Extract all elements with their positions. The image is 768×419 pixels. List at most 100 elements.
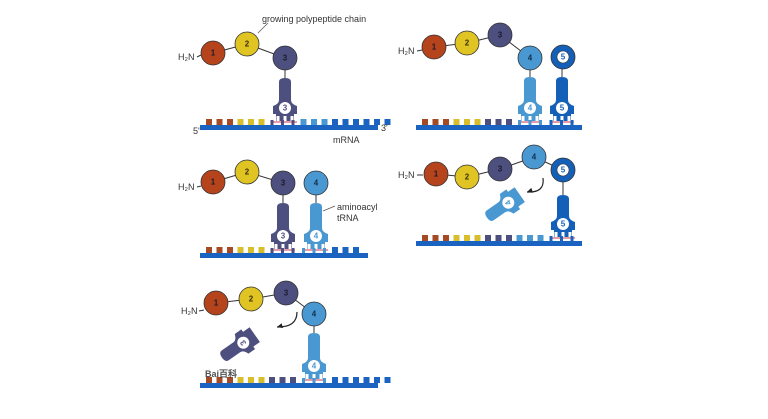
amino-terminus-label: H₂N <box>398 46 415 56</box>
amino-acid-2: 2 <box>234 31 260 57</box>
amino-acid-circle <box>454 30 480 56</box>
trna-5: 5 <box>550 69 574 125</box>
mrna-base <box>443 235 449 241</box>
mrna-base-paired <box>528 120 532 125</box>
amino-acid-5: 5 <box>550 157 576 183</box>
aminoacyl-label-line1: aminoacyl <box>337 202 378 212</box>
mrna-base-paired <box>560 120 563 125</box>
anticodon-base <box>274 244 278 253</box>
mrna-base <box>332 377 338 383</box>
trna-body <box>304 203 328 250</box>
anticodon-base <box>554 232 558 241</box>
mrna-base <box>342 377 349 383</box>
mrna-base <box>237 247 244 253</box>
anticodon-badge <box>524 102 536 114</box>
mrna-base <box>227 377 233 383</box>
amino-acid-number: 4 <box>532 153 537 162</box>
amino-acid-number: 3 <box>284 289 289 298</box>
amino-acid-3: 3 <box>487 22 513 48</box>
mrna-base-paired <box>270 120 274 125</box>
mrna-base <box>495 235 502 241</box>
terminus-bond <box>196 54 202 58</box>
mrna-base <box>474 235 481 241</box>
amino-acid-circle <box>234 159 260 185</box>
watermark: Bai百科 <box>205 368 237 379</box>
amino-acid-number: 2 <box>465 39 470 48</box>
trna-4: 4 <box>304 195 328 253</box>
mrna-base-paired <box>312 248 316 253</box>
amino-acid-number: 1 <box>434 170 439 179</box>
five-prime-label: 5' <box>193 126 200 136</box>
mrna-base <box>258 377 265 383</box>
mrna-base <box>206 377 212 383</box>
annotation-leader <box>257 22 269 34</box>
amino-acid-badge <box>556 163 570 177</box>
mrna-base <box>353 247 359 253</box>
mrna-base <box>374 377 380 383</box>
anticodon-badge <box>277 230 289 242</box>
annotation-leader <box>322 205 336 212</box>
anticodon-base <box>568 232 572 241</box>
mrna-base <box>258 247 265 253</box>
mrna-base <box>516 235 523 241</box>
amino-acid-number: 3 <box>498 165 503 174</box>
mrna-base <box>237 377 244 383</box>
anticodon-base <box>305 374 309 383</box>
amino-acid-circle <box>421 34 447 60</box>
mrna-base <box>485 235 491 241</box>
mrna-base-paired <box>291 120 295 125</box>
mrna-backbone <box>200 383 378 388</box>
mrna-base <box>474 119 481 125</box>
amino-acid-1: 1 <box>203 290 229 316</box>
amino-acid-circle <box>200 40 226 66</box>
amino-acid-number: 1 <box>432 43 437 52</box>
amino-acid-number: 3 <box>498 31 503 40</box>
trna-body <box>518 77 542 122</box>
mrna-base <box>353 119 359 125</box>
mrna-base-paired <box>549 120 553 125</box>
mrna-backbone <box>416 125 582 130</box>
anticodon-badge <box>310 230 322 242</box>
amino-acid-1: 1 <box>200 169 226 195</box>
mrna-base <box>353 377 359 383</box>
arrow-head <box>277 323 283 329</box>
anticodon-number: 5 <box>560 104 565 113</box>
amino-acid-1: 1 <box>423 161 449 187</box>
amino-terminus-label: H₂N <box>398 170 415 180</box>
amino-acid-1: 1 <box>200 40 226 66</box>
growing-chain-label: growing polypeptide chain <box>262 14 366 24</box>
mrna-base-paired <box>549 236 553 241</box>
amino-acid-number: 1 <box>211 178 216 187</box>
anticodon-number: 3 <box>281 232 286 241</box>
amino-acid-3: 3 <box>487 156 513 182</box>
trna-4: 4 <box>302 326 326 383</box>
mrna-base <box>464 119 470 125</box>
anticodon-base <box>535 116 539 125</box>
amino-acid-3: 3 <box>270 170 296 196</box>
trna-body <box>220 327 260 361</box>
terminus-bond <box>198 309 205 312</box>
mrna-base <box>258 119 265 125</box>
mrna-base <box>537 235 544 241</box>
mrna-base <box>384 377 391 383</box>
mrna-base <box>485 119 491 125</box>
mrna-base-paired <box>560 236 563 241</box>
three-prime-label: 3' <box>381 123 388 133</box>
amino-acid-number: 1 <box>214 299 219 308</box>
release-arrow <box>276 311 298 329</box>
amino-acid-circle <box>423 161 449 187</box>
anticodon-number: 4 <box>314 232 319 241</box>
mrna-base <box>227 247 233 253</box>
amino-acid-4: 4 <box>517 45 543 71</box>
amino-terminus-label: H₂N <box>178 182 195 192</box>
anticodon-badge <box>308 360 320 372</box>
mrna-base <box>384 119 391 125</box>
mrna-base <box>237 119 244 125</box>
mrna-base <box>363 119 370 125</box>
amino-terminus-label: H₂N <box>178 52 195 62</box>
mrna-backbone <box>200 253 368 258</box>
mrna-base <box>216 119 223 125</box>
